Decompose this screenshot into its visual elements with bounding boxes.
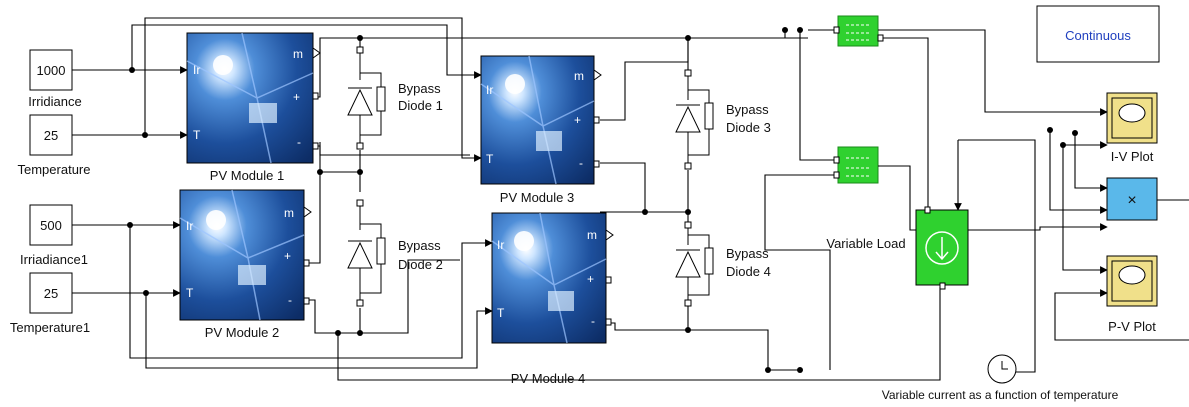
- bypass-diode-4[interactable]: Bypass Diode 4: [675, 221, 771, 307]
- pv3-port-t: T: [486, 152, 494, 166]
- temp2-label: Temperature1: [10, 320, 90, 335]
- wire-temp1-to-pv3: [144, 17, 482, 162]
- voltage-sensor[interactable]: [833, 146, 883, 184]
- wire-pv3-minus: [600, 162, 688, 213]
- temp1-value: 25: [44, 128, 58, 143]
- diode3-label-2: Diode 3: [726, 120, 771, 135]
- pv2-port-t: T: [186, 286, 194, 300]
- pv1-port-m: m: [293, 47, 303, 61]
- pv4-port-t: T: [497, 306, 505, 320]
- pv-plot-label: P-V Plot: [1108, 319, 1156, 334]
- wire-to-product-1: [1074, 133, 1108, 192]
- wire-temp2-to-pv4: [145, 293, 493, 369]
- wire-pv2-minus: [304, 299, 361, 334]
- continuous-label: Continuous: [1065, 28, 1131, 43]
- pv-module-4[interactable]: Ir T m + - PV Module 4: [491, 212, 614, 386]
- bypass-diode-3[interactable]: Bypass Diode 3: [675, 69, 771, 170]
- pv3-port-plus: +: [574, 113, 581, 127]
- constant-temperature-25[interactable]: 25 Temperature: [18, 114, 91, 177]
- pv-module-1[interactable]: Ir T m + - PV Module 1: [186, 32, 321, 183]
- scope-iv-plot[interactable]: I-V Plot: [1106, 92, 1158, 164]
- diode1-label-2: Diode 1: [398, 98, 443, 113]
- pv2-label: PV Module 2: [205, 325, 279, 340]
- clock-block[interactable]: Variable current as a function of temper…: [882, 354, 1119, 402]
- constant-temperature1-25[interactable]: 25 Temperature1: [10, 272, 90, 335]
- diode2-label-1: Bypass: [398, 238, 441, 253]
- wire-pv4-minus: [606, 306, 689, 331]
- wire-to-product-2: [1049, 130, 1108, 214]
- irr1-label: Irridiance: [28, 94, 81, 109]
- wire-sensor2-minus: [764, 174, 834, 370]
- irr2-value: 500: [40, 218, 62, 233]
- wire-to-pv-1: [1062, 145, 1108, 274]
- product-block[interactable]: ×: [1106, 177, 1158, 221]
- wire-voltage-to-product: [880, 165, 1108, 231]
- wire-temp-branch: [319, 142, 470, 156]
- pv-module-3[interactable]: Ir T m + - PV Module 3: [480, 55, 602, 205]
- temp2-value: 25: [44, 286, 58, 301]
- irr1-value: 1000: [37, 63, 66, 78]
- pv1-port-minus: -: [297, 135, 301, 149]
- pv2-port-m: m: [284, 206, 294, 220]
- scope-pv-plot[interactable]: P-V Plot: [1106, 255, 1158, 334]
- pv1-port-plus: +: [293, 90, 300, 104]
- pv2-port-plus: +: [284, 249, 291, 263]
- pv1-port-ir: Ir: [193, 63, 200, 77]
- wire-irr2-to-pv4: [129, 225, 493, 359]
- constant-irradiance-500[interactable]: 500 Irriadiance1: [20, 204, 88, 267]
- diode1-label-1: Bypass: [398, 81, 441, 96]
- pv2-port-ir: Ir: [186, 219, 193, 233]
- powergui-continuous[interactable]: Continuous: [1036, 5, 1160, 63]
- wire-mid-link: [304, 172, 321, 264]
- variable-load[interactable]: Variable Load: [826, 206, 969, 290]
- irr2-label: Irriadiance1: [20, 252, 88, 267]
- bypass-diode-1[interactable]: Bypass Diode 1: [347, 46, 443, 150]
- wire-pv2-to-pv4: [360, 259, 460, 334]
- variable-load-label: Variable Load: [826, 236, 905, 251]
- bypass-diode-2[interactable]: Bypass Diode 2: [347, 199, 443, 307]
- diode4-label-2: Diode 4: [726, 264, 771, 279]
- temp1-label: Temperature: [18, 162, 91, 177]
- wire-to-load-bottom: [688, 329, 800, 371]
- pv1-label: PV Module 1: [210, 168, 284, 183]
- pv4-port-minus: -: [591, 314, 595, 328]
- current-sensor[interactable]: [833, 15, 884, 47]
- pv4-port-m: m: [587, 228, 597, 242]
- wire-power-to-pv: [1054, 289, 1189, 341]
- wire-sensor2-plus: [799, 30, 834, 161]
- wire-current-to-iv: [880, 29, 1108, 116]
- pv3-label: PV Module 3: [500, 190, 574, 205]
- pv4-port-ir: Ir: [497, 238, 504, 252]
- pv4-port-plus: +: [587, 272, 594, 286]
- wire-pv1-minus: [313, 145, 360, 173]
- wire-bottom-return: [337, 287, 941, 381]
- constant-irradiance-1000[interactable]: 1000 Irridiance: [28, 49, 82, 109]
- pv2-port-minus: -: [288, 293, 292, 307]
- wire-sensor1-to-load: [880, 37, 929, 210]
- iv-plot-label: I-V Plot: [1111, 149, 1154, 164]
- clock-caption: Variable current as a function of temper…: [882, 388, 1119, 402]
- pv4-label: PV Module 4: [511, 371, 585, 386]
- wire-clock: [958, 139, 1036, 373]
- pv1-port-t: T: [193, 128, 201, 142]
- pv3-port-ir: Ir: [486, 83, 493, 97]
- diode2-label-2: Diode 2: [398, 257, 443, 272]
- pv3-port-minus: -: [579, 156, 583, 170]
- wire-irr1-to-pv3: [131, 24, 482, 79]
- diode3-label-1: Bypass: [726, 102, 769, 117]
- diode4-label-1: Bypass: [726, 246, 769, 261]
- pv3-port-m: m: [574, 69, 584, 83]
- pv-module-2[interactable]: Ir T m + - PV Module 2: [179, 189, 312, 340]
- junction-dots: [127, 27, 1078, 373]
- wire-pv3-plus: [600, 38, 689, 121]
- product-label: ×: [1127, 192, 1136, 209]
